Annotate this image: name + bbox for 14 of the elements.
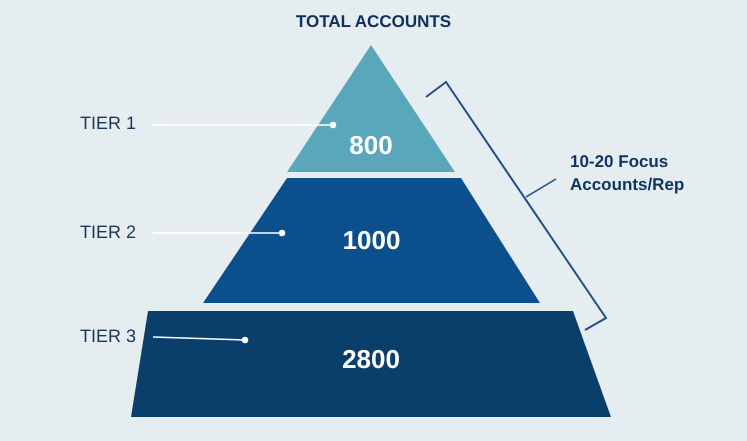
tier-label: TIER 2 — [80, 222, 136, 243]
pyramid-title: TOTAL ACCOUNTS — [296, 12, 452, 31]
annotation-text: 10-20 Focus Accounts/Rep — [570, 151, 686, 196]
tier-label: TIER 1 — [80, 113, 136, 134]
tier-value: 2800 — [341, 344, 401, 375]
leader-line — [153, 122, 336, 128]
tier-value: 1000 — [342, 225, 402, 256]
leader-line — [152, 336, 248, 344]
tier-value: 800 — [348, 130, 394, 161]
leader-line — [526, 178, 556, 198]
pyramid-tier — [287, 45, 455, 172]
leader-line — [153, 230, 286, 236]
pyramid-tier — [203, 178, 540, 303]
tier-label: TIER 3 — [80, 326, 136, 347]
